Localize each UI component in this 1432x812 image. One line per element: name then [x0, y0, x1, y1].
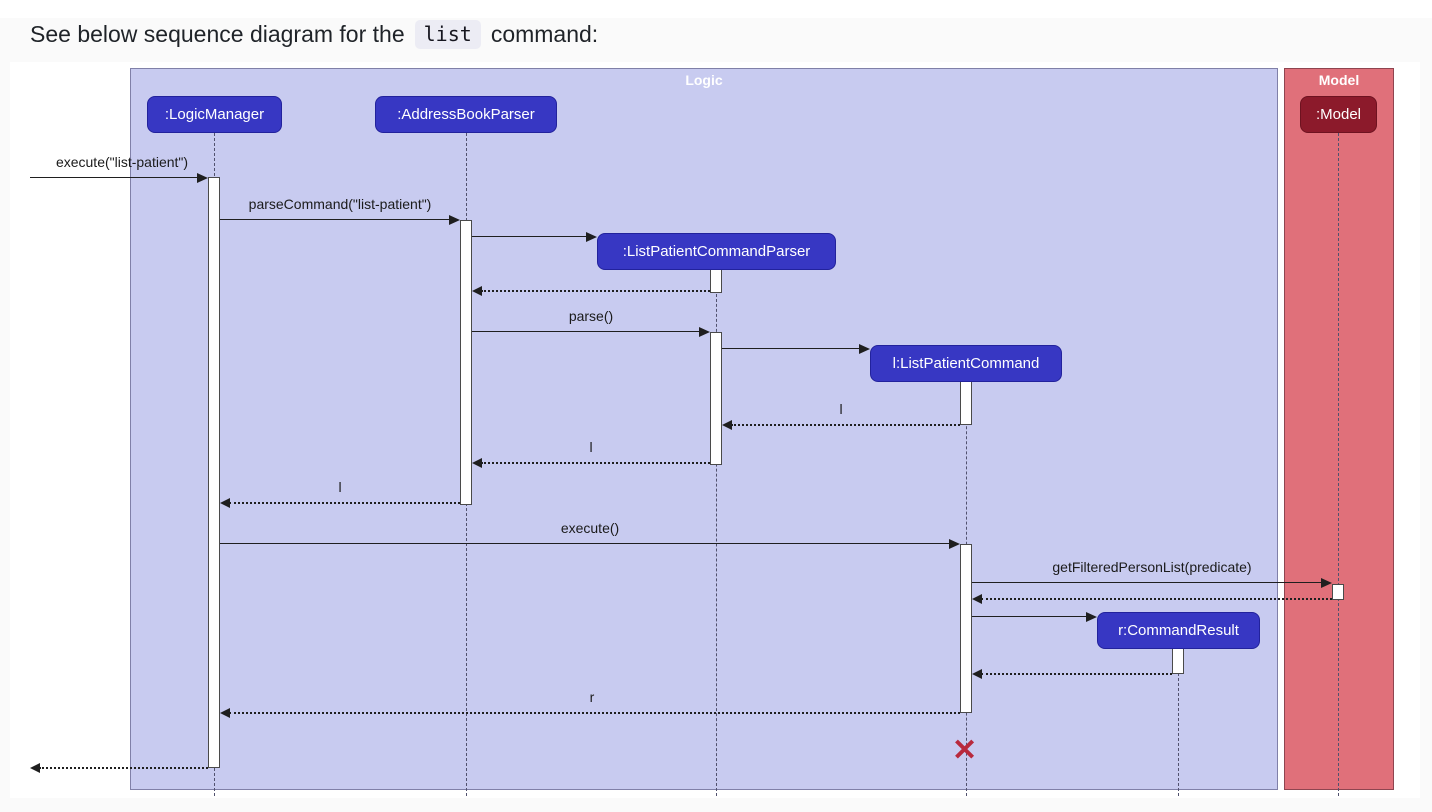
frame-logic-title: Logic: [685, 72, 723, 88]
message-label: r: [589, 689, 595, 705]
message-return-r: [220, 707, 960, 719]
activation-list-patient-command-create: [960, 381, 972, 425]
message-label: l: [338, 479, 342, 495]
participant-logic-manager: :LogicManager: [147, 96, 282, 133]
message-return-l-to-parser: [722, 419, 960, 431]
heading-suffix: command:: [490, 21, 599, 47]
message-return-to-caller: [30, 762, 208, 774]
message-label: getFilteredPersonList(predicate): [1052, 559, 1252, 575]
activation-list-patient-command: [960, 544, 972, 713]
destroy-x-icon: ✕: [952, 734, 978, 767]
message-label: parseCommand("list-patient"): [248, 196, 432, 212]
message-return-l-to-address-book-parser: [472, 457, 710, 469]
message-return-from-model: [972, 593, 1332, 605]
sequence-diagram: Logic Model :LogicManager :AddressBookPa…: [10, 62, 1420, 798]
activation-logic-manager: [208, 177, 220, 768]
activation-list-patient-command-parser: [710, 332, 722, 465]
lifeline-list-patient-command-parser: [716, 269, 717, 796]
activation-model: [1332, 584, 1344, 600]
inline-code-list: list: [414, 20, 481, 49]
message-execute-list-patient: [30, 172, 208, 184]
message-label: execute(): [560, 520, 620, 536]
message-create-list-patient-command-parser: [472, 231, 597, 243]
activation-list-patient-command-parser-create: [710, 268, 722, 293]
participant-list-patient-command: l:ListPatientCommand: [870, 345, 1062, 382]
message-label: execute("list-patient"): [55, 154, 189, 170]
message-get-filtered-person-list: [972, 577, 1332, 589]
message-create-command-result: [972, 611, 1097, 623]
message-parse: [472, 326, 710, 338]
message-label: parse(): [568, 308, 614, 324]
frame-model-title: Model: [1318, 72, 1360, 88]
activation-command-result: [1172, 648, 1184, 674]
message-return-parser-created: [472, 285, 710, 297]
participant-model: :Model: [1300, 96, 1377, 133]
message-return-l-to-logic-manager: [220, 497, 460, 509]
participant-list-patient-command-parser: :ListPatientCommandParser: [597, 233, 836, 270]
frame-model: Model: [1284, 68, 1394, 790]
heading-prefix: See below sequence diagram for the: [30, 21, 405, 47]
message-label: l: [839, 401, 843, 417]
message-label: l: [589, 439, 593, 455]
participant-command-result: r:CommandResult: [1097, 612, 1260, 649]
lifeline-model: [1338, 133, 1339, 796]
message-create-list-patient-command: [722, 343, 870, 355]
participant-address-book-parser: :AddressBookParser: [375, 96, 557, 133]
message-return-from-command-result: [972, 668, 1172, 680]
message-parse-command: [220, 214, 460, 226]
activation-address-book-parser: [460, 220, 472, 505]
frame-logic: Logic: [130, 68, 1278, 790]
lifeline-command-result: [1178, 648, 1179, 796]
message-execute: [220, 538, 960, 550]
